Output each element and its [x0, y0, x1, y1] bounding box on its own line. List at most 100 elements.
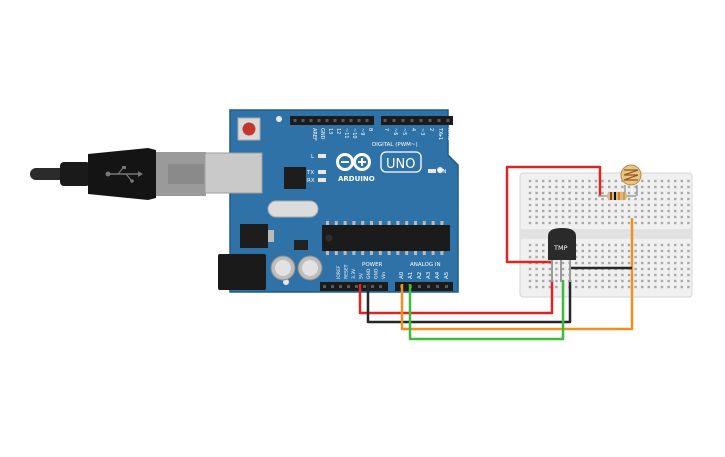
wire-5v-to-sensor[interactable]	[358, 280, 554, 315]
chip-pin	[396, 221, 400, 225]
arduino-infinity-icon	[336, 153, 371, 171]
breadboard-hole	[588, 243, 591, 247]
reset-button[interactable]	[237, 117, 261, 141]
breadboard-hole	[621, 255, 624, 259]
usb-interface-chip	[284, 167, 306, 189]
breadboard-hole	[608, 221, 611, 225]
wire-power-rail[interactable]	[505, 165, 602, 264]
breadboard-hole	[641, 185, 644, 189]
wire-gnd-to-sensor[interactable]	[366, 280, 572, 324]
breadboard-hole	[660, 267, 664, 271]
header-hole	[363, 285, 366, 288]
breadboard-hole	[528, 185, 532, 189]
uno-badge	[380, 151, 422, 173]
header-hole	[309, 119, 313, 122]
temperature-sensor[interactable]: TMP	[548, 228, 576, 282]
breadboard-hole	[634, 255, 637, 259]
breadboard-hole	[561, 185, 565, 189]
breadboard-hole	[674, 185, 677, 189]
breadboard-hole	[568, 221, 571, 225]
breadboard-hole	[687, 273, 690, 277]
breadboard-hole	[621, 261, 624, 265]
breadboard-hole	[647, 285, 650, 289]
breadboard-hole	[621, 273, 624, 277]
usb-cable[interactable]	[30, 148, 206, 200]
breadboard-hole	[588, 215, 591, 219]
breadboard-hole	[561, 221, 565, 225]
breadboard-hole	[608, 279, 611, 283]
uno-model: UNO	[386, 157, 415, 172]
breadboard-hole	[667, 273, 670, 277]
breadboard-hole	[667, 267, 670, 271]
breadboard-hole	[667, 279, 670, 283]
breadboard-center-channel	[520, 229, 692, 239]
ldr-track	[623, 169, 639, 181]
digital-pin-label: AREF	[311, 128, 317, 141]
breadboard-hole	[581, 215, 584, 219]
resistor[interactable]	[598, 192, 636, 200]
breadboard-hole	[621, 215, 624, 219]
breadboard-hole	[654, 191, 657, 195]
breadboard-hole	[667, 191, 670, 195]
breadboard-hole	[627, 221, 631, 225]
breadboard-hole	[654, 209, 657, 213]
breadboard-hole	[627, 279, 631, 283]
led-rx-label: RX	[307, 178, 315, 184]
breadboard-hole	[621, 279, 624, 283]
chip-pin	[396, 251, 400, 255]
breadboard-hole	[594, 249, 598, 253]
capacitor	[297, 255, 323, 281]
chip-pin	[414, 251, 417, 255]
breadboard-hole	[594, 179, 598, 183]
breadboard-hole	[608, 285, 611, 289]
breadboard-hole	[581, 261, 584, 265]
breadboard-hole	[535, 273, 538, 277]
breadboard-hole	[535, 191, 538, 195]
breadboard-hole	[627, 249, 631, 253]
breadboard-hole	[594, 221, 598, 225]
breadboard-hole	[654, 197, 657, 201]
breadboard-hole	[634, 285, 637, 289]
breadboard-hole	[542, 221, 545, 225]
breadboard-hole	[647, 191, 650, 195]
breadboard-hole	[647, 273, 650, 277]
breadboard-hole	[608, 273, 611, 277]
breadboard-hole	[548, 179, 551, 183]
header-hole	[428, 119, 432, 122]
breadboard-hole	[627, 197, 631, 201]
breadboard-hole	[608, 261, 611, 265]
power-label: POWER	[362, 262, 383, 268]
breadboard-hole	[634, 185, 637, 189]
breadboard-hole	[674, 249, 677, 253]
breadboard-hole	[667, 185, 670, 189]
photoresistor[interactable]	[620, 164, 642, 196]
breadboard-hole	[555, 179, 558, 183]
header-hole	[365, 119, 369, 122]
breadboard-hole	[601, 221, 604, 225]
breadboard-hole	[680, 209, 683, 213]
breadboard-hole	[660, 261, 664, 265]
breadboard-hole	[647, 249, 650, 253]
analog-pin-label: A4	[435, 271, 441, 279]
breadboard-hole	[581, 179, 584, 183]
breadboard-hole	[654, 255, 657, 259]
analog-pin-label: A5	[444, 271, 450, 279]
header-hole	[437, 119, 441, 122]
breadboard-hole	[588, 261, 591, 265]
breadboard-hole	[654, 215, 657, 219]
breadboard-hole	[601, 279, 604, 283]
breadboard-hole	[568, 179, 571, 183]
breadboard[interactable]	[519, 172, 693, 298]
chip-pin	[422, 221, 426, 225]
breadboard-hole	[542, 243, 545, 247]
breadboard-hole	[674, 273, 677, 277]
breadboard-hole	[627, 185, 631, 189]
wire-a1-to-sensor[interactable]	[408, 280, 565, 341]
breadboard-hole	[660, 191, 664, 195]
breadboard-hole	[575, 285, 578, 289]
breadboard-hole	[634, 279, 637, 283]
digital-header-left	[290, 116, 374, 125]
wire-a0-to-ldr[interactable]	[400, 218, 634, 331]
